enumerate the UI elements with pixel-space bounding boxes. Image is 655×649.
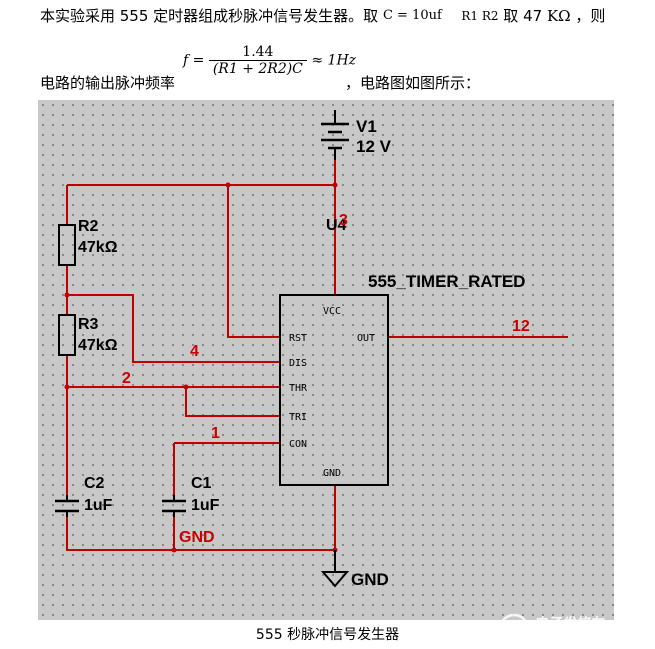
formula-numerator: 1.44 (208, 44, 307, 61)
watermark-logo: 电子发烧友 www.elecfans.com (498, 613, 627, 645)
c2-value: 1uF (84, 497, 113, 514)
formula-rhs: ≈ 1Hz (311, 52, 357, 69)
resistance-unit: KΩ (546, 6, 571, 25)
capacitance-value: C = 10uf (382, 7, 442, 23)
pin-gnd: GND (323, 468, 341, 479)
pin-con: CON (289, 439, 307, 450)
r3-name: R3 (78, 316, 99, 333)
intro-text-b: 取 47 (503, 6, 543, 25)
intro-text-line2a: 电路的输出脉冲频率 (40, 74, 176, 92)
net-label-gnd: GND (179, 529, 215, 546)
ground-label: GND (351, 570, 389, 589)
formula-denominator: (R1 + 2R2)C (212, 61, 303, 77)
battery-voltage: 12 V (356, 137, 392, 156)
formula-lhs: f = (183, 52, 205, 69)
frequency-formula: f = 1.44 (R1 + 2R2)C ≈ 1Hz (183, 44, 356, 77)
c2-name: C2 (84, 475, 105, 492)
wires (66, 160, 568, 551)
r3-value: 47kΩ (78, 337, 118, 354)
intro-text-line2b: ，电路图如图所示： (345, 74, 481, 92)
net-label-3: 3 (339, 212, 348, 229)
net-label-4: 4 (190, 343, 199, 360)
net-labels: 3 4 2 1 12 GND (122, 212, 530, 546)
capacitor-c2 (55, 495, 79, 517)
pin-rst: RST (289, 333, 307, 344)
resistor-r3 (58, 314, 76, 356)
c1-value: 1uF (191, 497, 220, 514)
chip-pins: VCC RST OUT DIS THR TRI CON GND (289, 306, 375, 479)
resistor-names: R1 R2 (461, 8, 499, 23)
battery-name: V1 (356, 117, 377, 136)
c1-name: C1 (191, 475, 212, 492)
chip-ref: U4 (326, 217, 347, 234)
pin-thr: THR (289, 383, 308, 394)
watermark-url: www.elecfans.com (533, 634, 627, 645)
timer-chip (279, 294, 389, 486)
logo-mark-icon (504, 619, 524, 634)
ground-symbol (320, 550, 350, 588)
net-label-2: 2 (122, 370, 131, 387)
pin-vcc: VCC (323, 306, 341, 317)
grid-dots (38, 100, 614, 620)
chip-part: 555_TIMER_RATED (368, 272, 525, 291)
circuit-schematic: V1 12 V GND R2 47kΩ R3 (38, 100, 614, 620)
intro-line-1: 本实验采用 555 定时器组成秒脉冲信号发生器。取 C = 10uf R1 R2… (40, 6, 605, 25)
resistor-r2 (58, 224, 76, 266)
pin-tri: TRI (289, 412, 307, 423)
figure-caption: 555 秒脉冲信号发生器 (255, 627, 400, 643)
logo-circle-icon (498, 613, 530, 645)
pin-dis: DIS (289, 358, 307, 369)
battery-v1 (321, 110, 349, 160)
pin-out: OUT (357, 333, 375, 344)
r2-value: 47kΩ (78, 239, 118, 256)
intro-text-a: 本实验采用 555 定时器组成秒脉冲信号发生器。取 (40, 6, 379, 25)
junctions (64, 182, 338, 553)
net-label-12: 12 (512, 318, 530, 335)
intro-text-c: ，则 (575, 6, 606, 25)
watermark-name: 电子发烧友 (533, 615, 605, 632)
formula-fraction: 1.44 (R1 + 2R2)C (208, 44, 307, 77)
capacitor-c1 (162, 495, 186, 517)
net-label-1: 1 (211, 425, 220, 442)
r2-name: R2 (78, 218, 99, 235)
